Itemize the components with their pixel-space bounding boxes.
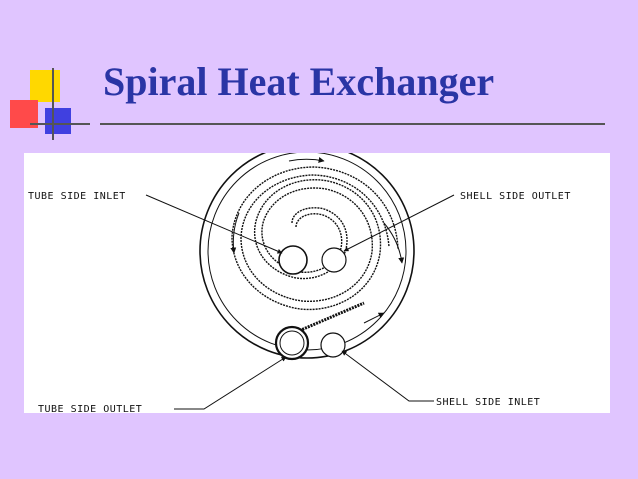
outlet-connector <box>293 301 365 335</box>
shell-flow-arrow-top <box>288 157 325 163</box>
tube-inlet-port <box>278 245 308 275</box>
logo-yellow-square <box>30 70 60 102</box>
leader-shell-side-inlet <box>341 350 434 402</box>
slide-title: Spiral Heat Exchanger <box>103 59 495 104</box>
title-underline <box>100 123 605 125</box>
slide-logo-decoration <box>0 0 100 150</box>
inner-shell-circle <box>207 153 407 351</box>
leader-tube-side-outlet <box>174 356 287 410</box>
shell-flow-arrow-right <box>383 222 405 264</box>
tube-outlet-port <box>274 325 310 361</box>
logo-vertical-line <box>52 68 54 140</box>
leader-shell-side-outlet <box>343 194 455 252</box>
spiral-channels <box>231 166 399 311</box>
diagram-panel: TUBE SIDE INLET SHELL SIDE OUTLET TUBE S… <box>24 153 610 413</box>
label-shell-side-outlet: SHELL SIDE OUTLET <box>460 191 571 202</box>
leader-tube-side-inlet <box>145 194 283 254</box>
shell-outlet-port <box>321 247 347 273</box>
label-tube-side-outlet: TUBE SIDE OUTLET <box>38 404 142 413</box>
spiral-heat-exchanger-diagram: TUBE SIDE INLET SHELL SIDE OUTLET TUBE S… <box>28 153 571 413</box>
outer-shell-circle <box>199 153 415 359</box>
logo-blue-square <box>45 108 71 134</box>
label-tube-side-inlet: TUBE SIDE INLET <box>28 191 126 202</box>
tube-outlet-port-inner <box>279 330 305 356</box>
label-shell-side-inlet: SHELL SIDE INLET <box>436 397 540 408</box>
shell-flow-arrow-lower <box>363 312 385 324</box>
logo-horizontal-line <box>30 123 90 125</box>
shell-inlet-port <box>320 332 346 358</box>
